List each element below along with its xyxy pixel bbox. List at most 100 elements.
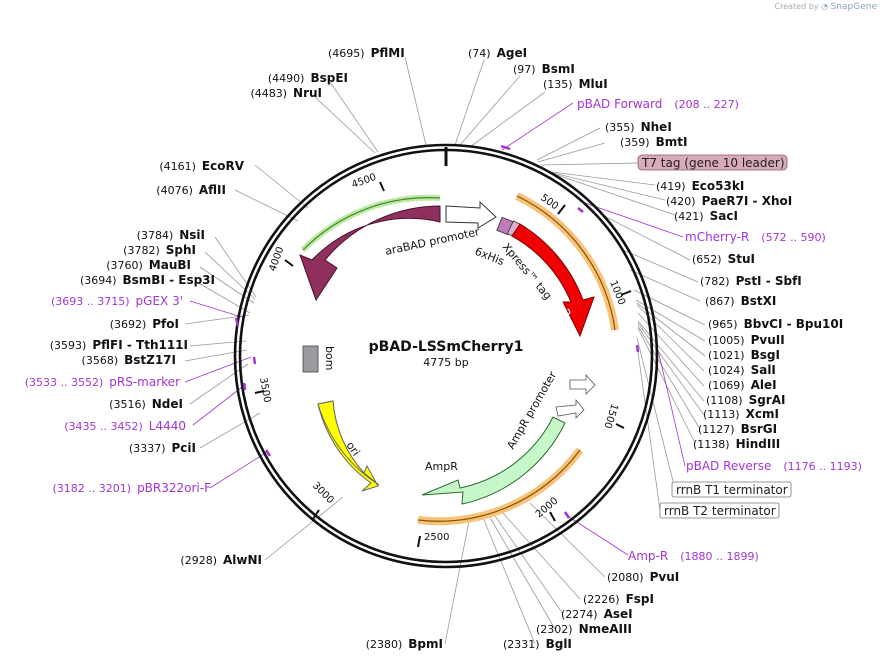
- ruler-2000: 2000: [534, 496, 561, 521]
- box-labels: T7 tag (gene 10 leader) rrnB T1 terminat…: [637, 154, 792, 519]
- site-position: (3760): [106, 259, 143, 272]
- site-name: BpmI: [408, 637, 443, 651]
- site-label-10: (419)Eco53kI: [656, 179, 744, 193]
- site-name: NdeI: [152, 397, 183, 411]
- site-position: (1127): [698, 423, 735, 436]
- ruler-4500: 4500: [350, 172, 378, 191]
- site-label-32: (1138)HindIII: [693, 437, 780, 451]
- site-label-36: (2274)AseI: [561, 607, 633, 621]
- site-label-1: (74)AgeI: [468, 46, 527, 60]
- arac-feature: [299, 205, 441, 302]
- site-label-13: (3784)NsiI: [137, 228, 205, 242]
- arabad-label: araBAD promoter: [384, 225, 481, 258]
- site-name: BbvCI - Bpu10I: [744, 317, 844, 331]
- site-position: (355): [605, 121, 635, 134]
- site-position: (1005): [708, 334, 745, 347]
- site-label-19: (3692)PfoI: [110, 317, 179, 331]
- primer-marks: [234, 144, 640, 519]
- restriction-site-labels: (4695)PflMI (74)AgeI (97)BsmI (135) MluI (449…: [50, 46, 843, 651]
- site-name: AlwNI: [223, 553, 262, 567]
- site-label-17: (652)StuI: [692, 252, 755, 266]
- primer-amp-r: Amp-R(1880 .. 1899): [628, 549, 759, 563]
- site-label-25: (1021)BsgI: [708, 348, 780, 362]
- site-position: (3784): [137, 229, 174, 242]
- site-name: BglI: [546, 637, 572, 651]
- features: [299, 200, 596, 505]
- site-name: BspEI: [310, 71, 348, 85]
- primer-labels: pBAD Forward(208 .. 227) mCherry-R(572 .…: [25, 97, 862, 563]
- site-position: (1024): [708, 364, 745, 377]
- ruler-2500: 2500: [424, 532, 449, 543]
- site-label-18: (782)PstI - SbfI: [700, 274, 802, 288]
- site-name: FspI: [626, 592, 654, 606]
- site-label-38: (2331)BglI: [503, 637, 572, 651]
- site-position: (3337): [129, 442, 166, 455]
- site-label-11: (420)PaeR7I - XhoI: [666, 194, 792, 208]
- site-name: XcmI: [746, 407, 779, 421]
- site-name: EcoRV: [202, 159, 245, 173]
- site-position: (4161): [159, 160, 196, 173]
- site-label-2: (97)BsmI: [513, 62, 575, 76]
- primer-pgex3: (3693 .. 3715)pGEX 3': [51, 294, 183, 308]
- site-position: (652): [692, 253, 722, 266]
- site-position: (3593): [50, 339, 87, 352]
- plasmid-size: 4775 bp: [423, 356, 468, 369]
- site-name: SgrAI: [749, 393, 786, 407]
- site-position: (419): [656, 180, 686, 193]
- t7-tag-label: T7 tag (gene 10 leader): [641, 156, 785, 170]
- site-position: (4076): [156, 184, 193, 197]
- plasmid-name: pBAD-LSSmCherry1: [369, 339, 524, 355]
- site-position: (2302): [536, 623, 573, 636]
- site-label-22: (3593)PflFI - Tth111I: [50, 338, 188, 352]
- primer-l4440: (3435 .. 3452)L4440: [64, 419, 186, 433]
- mcherry-feature: [511, 223, 595, 338]
- primer-mcherry-r: mCherry-R(572 .. 590): [685, 230, 826, 244]
- site-name: SalI: [751, 363, 776, 377]
- ampr-promoter-feature-2: [555, 398, 585, 419]
- site-label-3: (135) MluI: [543, 77, 608, 91]
- site-position: (1069): [708, 379, 745, 392]
- snapgene-credit: Created by ◔ SnapGene: [774, 2, 878, 12]
- site-label-37: (2302) NmeAIII: [536, 622, 632, 636]
- site-position: (2928): [180, 554, 217, 567]
- site-position: (3568): [82, 354, 119, 367]
- site-label-24: (1005) PvuII: [708, 333, 785, 347]
- site-name: MluI: [579, 77, 608, 91]
- site-name: BstZ17I: [124, 353, 176, 367]
- site-position: (2080): [607, 571, 644, 584]
- site-name: PstI - SbfI: [736, 274, 802, 288]
- ampr-feature: [421, 416, 566, 505]
- site-position: (3692): [110, 318, 147, 331]
- site-label-35: (2226)FspI: [583, 592, 654, 606]
- site-position: (97): [513, 63, 536, 76]
- site-label-0: (4695)PflMI: [328, 46, 405, 60]
- bom-label: bom: [323, 346, 336, 370]
- site-position: (135): [543, 78, 573, 91]
- ruler-ticks: [254, 181, 632, 548]
- site-position: (2380): [366, 638, 403, 651]
- site-label-4: (4490)BspEI: [268, 71, 348, 85]
- site-position: (965): [708, 318, 738, 331]
- site-label-29: (3516)NdeI: [109, 397, 183, 411]
- primer-pbr322ori-f: (3182 .. 3201)pBR322ori-F: [53, 481, 212, 495]
- site-position: (359): [620, 136, 650, 149]
- primer-pbad-reverse: pBAD Reverse(1176 .. 1193): [686, 459, 862, 473]
- site-position: (3694): [80, 274, 117, 287]
- site-position: (4695): [328, 47, 365, 60]
- site-label-9: (4076)AflII: [156, 183, 226, 197]
- site-label-5: (4483)NruI: [250, 86, 322, 100]
- site-name: NheI: [641, 120, 672, 134]
- site-name: NruI: [293, 86, 322, 100]
- site-name: PaeR7I - XhoI: [702, 194, 793, 208]
- site-name: HindIII: [736, 437, 781, 451]
- arabad-promoter-feature: [445, 200, 497, 229]
- site-label-28: (1108)SgrAI: [706, 393, 785, 407]
- site-name: PvuII: [751, 333, 785, 347]
- site-position: (421): [674, 210, 704, 223]
- site-name: NmeAIII: [579, 622, 632, 636]
- site-label-23: (3568) BstZ17I: [82, 353, 176, 367]
- rrnb-t1-label: rrnB T1 terminator: [676, 483, 788, 497]
- snapgene-logo-icon: ◔: [821, 2, 829, 11]
- ampr-promoter-feature: [569, 373, 596, 395]
